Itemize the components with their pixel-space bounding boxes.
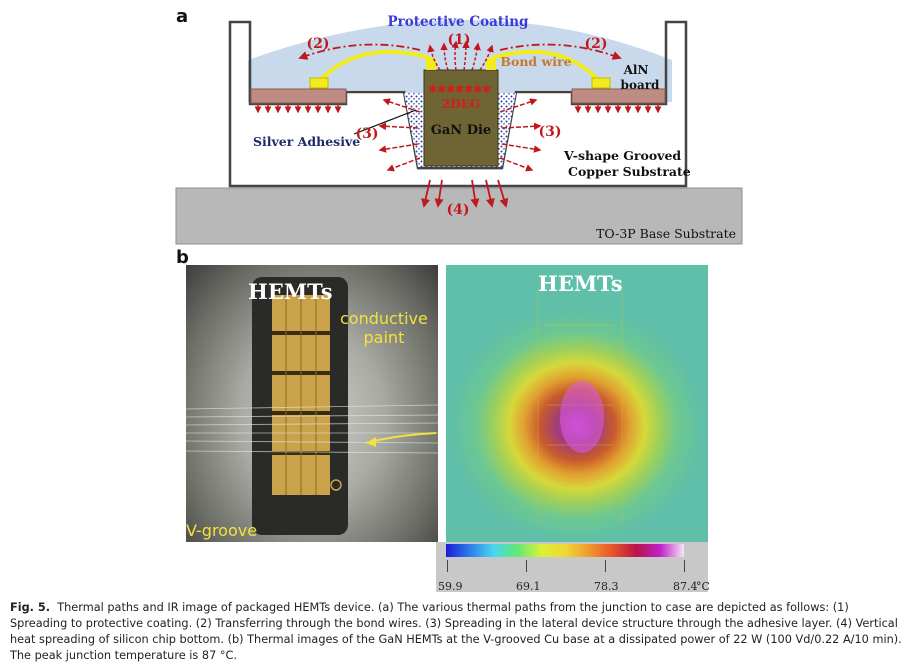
heat-path-4-arrows (421, 179, 509, 208)
scale-label-3: 78.3 (594, 580, 619, 593)
scale-label-4: 87.4 (673, 580, 698, 593)
scale-label-1: 59.9 (438, 580, 463, 593)
heat-path-2-right (499, 43, 622, 60)
ir-image-drawing (537, 285, 623, 525)
bond-wire-right (491, 49, 602, 84)
die-pad-left (426, 58, 436, 70)
temperature-colorbar (446, 544, 684, 557)
silver-adhesive-leader (353, 109, 417, 135)
svg-text:✱: ✱ (473, 83, 482, 96)
caption-text: Thermal paths and IR image of packaged H… (10, 601, 902, 662)
aln-board-right (571, 88, 666, 104)
panel-b-letter: b (176, 247, 189, 268)
hemt-fingers (272, 295, 330, 495)
aln-board-left (250, 88, 347, 104)
label-substrate-line-2: Copper Substrate (568, 164, 691, 179)
label-bond-wire: Bond wire (500, 54, 571, 69)
bond-pad-right (591, 77, 611, 89)
gan-die (423, 69, 499, 167)
scale-label-2: 69.1 (516, 580, 541, 593)
v-groove-label: V-groove (186, 521, 258, 540)
conductive-paint-label: conductive paint (340, 309, 428, 347)
heat-path-2-left (298, 43, 421, 60)
label-protective-coating: Protective Coating (388, 14, 529, 30)
label-path-3-right: (3) (539, 124, 562, 140)
label-gan-die: GaN Die (431, 123, 491, 138)
label-path-1: (1) (448, 32, 471, 48)
label-path-4: (4) (447, 202, 470, 218)
copper-substrate-outline (228, 20, 688, 188)
scale-tick-2 (526, 560, 527, 572)
heat-path-3-arrows (378, 98, 542, 172)
ir-thermal-image: HEMTs (446, 265, 708, 542)
aln-down-arrows (254, 104, 662, 114)
label-aln-line-2: board (621, 78, 660, 92)
svg-text:✱: ✱ (428, 83, 437, 96)
left-photo-title: HEMTs (248, 279, 333, 304)
conductive-paint-line-1: conductive (340, 309, 428, 328)
optical-photo: HEMTs conductive paint V-groove (186, 265, 438, 542)
label-aln-line-1: AlN (623, 63, 649, 77)
label-silver-adhesive: Silver Adhesive (253, 134, 360, 149)
svg-text:✱: ✱ (437, 83, 446, 96)
bond-pad-left (309, 77, 329, 89)
svg-text:✱: ✱ (446, 83, 455, 96)
scale-tick-3 (605, 560, 606, 572)
label-path-2-left: (2) (307, 36, 330, 52)
right-image-title: HEMTs (538, 271, 623, 296)
scale-unit: °C (696, 580, 710, 593)
bond-wire-left (316, 49, 431, 84)
temperature-scale: 59.9 69.1 78.3 87.4 °C (436, 542, 710, 593)
label-path-2-right: (2) (585, 36, 608, 52)
thermal-path-schematic: ✱✱✱ ✱✱✱ ✱ (175, 14, 743, 245)
label-2deg: 2DEG (442, 97, 480, 111)
scale-tick-1 (447, 560, 448, 572)
2deg-star-marks: ✱✱✱ ✱✱✱ ✱ (428, 83, 491, 96)
caption-lead: Fig. 5. (10, 601, 51, 614)
base-substrate (175, 187, 743, 245)
figure-caption: Fig. 5. Thermal paths and IR image of pa… (10, 600, 905, 664)
panel-a-letter: a (176, 6, 189, 27)
label-substrate-line-1: V-shape Grooved (563, 148, 681, 163)
svg-text:✱: ✱ (464, 83, 473, 96)
conductive-paint-line-2: paint (363, 328, 405, 347)
label-base-substrate: TO-3P Base Substrate (596, 226, 736, 241)
svg-text:✱: ✱ (482, 83, 491, 96)
scale-tick-4 (684, 560, 685, 572)
heat-path-1-arrows (427, 40, 494, 71)
optical-photo-drawing (186, 277, 438, 535)
label-path-3-left: (3) (356, 126, 379, 142)
temperature-scale-ticks: 59.9 69.1 78.3 87.4 °C (436, 560, 710, 593)
svg-text:✱: ✱ (455, 83, 464, 96)
die-pad-right (486, 58, 496, 70)
